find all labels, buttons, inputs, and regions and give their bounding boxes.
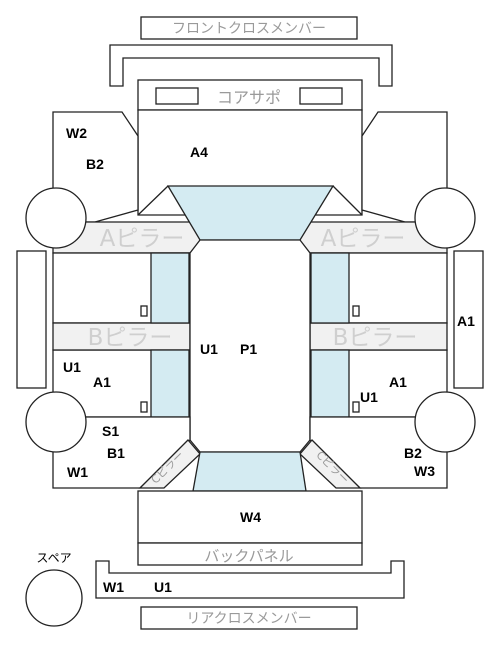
c-pillar-left [138,439,201,489]
front-right-door-handle [352,305,360,317]
trunk-lid [137,490,363,544]
code-w1-rear: W1 [103,579,124,595]
core-support-slot-left [155,87,199,105]
front-left-door-handle [140,305,148,317]
a-pillar-right-label: Aピラー [321,226,406,252]
code-b2-rear: B2 [404,445,422,461]
front-left-door-window [150,252,190,324]
b-pillar-left-label: Bピラー [88,325,173,351]
front-cross-member-label: フロントクロスメンバー [172,21,326,37]
right-rocker-outer [453,250,484,389]
a-pillar-left-label: Aピラー [100,226,185,252]
b-pillar-right-label: Bピラー [333,325,418,351]
code-w3: W3 [414,463,435,479]
core-support-label: コアサポ [217,88,281,107]
code-w4: W4 [240,509,261,525]
spare-tire [25,569,83,627]
code-u1-center: U1 [200,341,218,357]
left-rocker-outer [16,250,47,389]
front-cross-member-box [140,16,358,40]
rear-right-wheel [414,391,476,453]
windshield-corner-lines [137,185,363,216]
code-p1: P1 [240,341,257,357]
code-s1: S1 [102,423,119,439]
code-b2-front: B2 [86,156,104,172]
front-right-wheel [414,187,476,249]
code-w2: W2 [66,125,87,141]
rear-left-door-handle [140,401,148,413]
back-panel-label: バックパネル [204,547,293,565]
rear-window [192,451,307,492]
rear-right-door-window [310,349,350,418]
rear-right-door-handle [352,401,360,413]
b-pillar-right-band [309,322,448,351]
rear-left-door-window [150,349,190,418]
front-right-door-window [310,252,350,324]
code-u1-right: U1 [360,389,378,405]
code-a1-right: A1 [389,374,407,390]
b-pillar-left-band [52,322,191,351]
code-a4: A4 [190,144,208,160]
rear-cross-member-label: リアクロスメンバー [186,611,311,627]
code-a1-left: A1 [93,374,111,390]
code-u1-left: U1 [63,359,81,375]
c-pillar-right [299,439,362,489]
rear-cross-member-box [140,606,358,630]
front-left-wheel [25,187,87,249]
core-support-slot-right [299,87,343,105]
front-bumper-bracket [109,44,393,87]
code-a1-right-outer: A1 [457,313,475,329]
code-b1: B1 [107,445,125,461]
rear-bumper-bracket [95,560,405,599]
code-u1-rear: U1 [154,579,172,595]
spare-label: スペア [36,551,71,565]
rear-left-wheel [25,391,87,453]
back-panel-box [137,542,363,566]
code-w1-left: W1 [67,464,88,480]
